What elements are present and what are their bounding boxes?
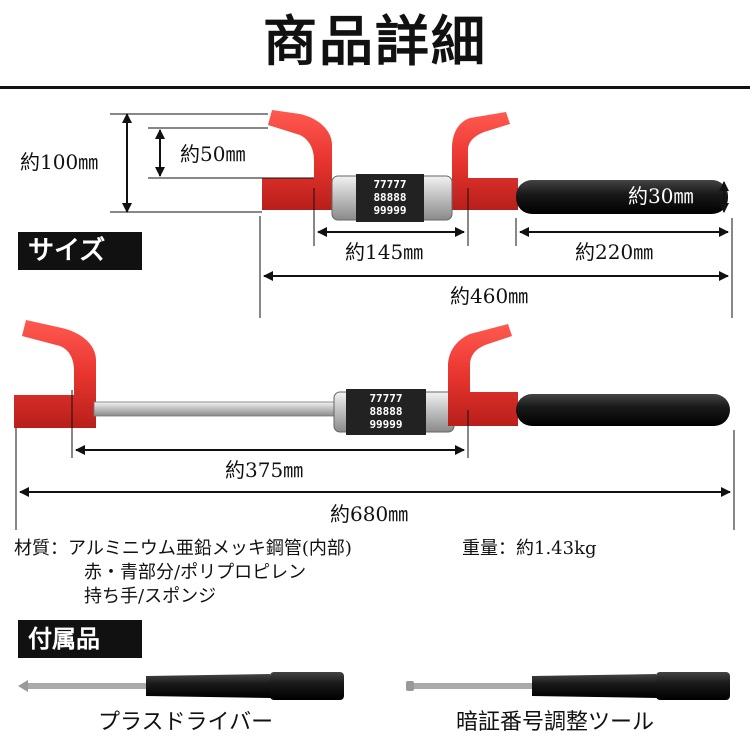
extended-length-label: 約680㎜ — [330, 502, 409, 526]
hook-height-label: 約50㎜ — [180, 142, 246, 166]
handle-diameter-label: 約30㎜ — [628, 184, 694, 208]
hook-span-label: 約375㎜ — [225, 458, 304, 482]
accessories-section-label: 付属品 — [18, 620, 142, 658]
material-line-1: 材質：アルミニウム亜鉛メッキ鋼管(内部) — [14, 538, 352, 559]
steel-shaft — [93, 401, 339, 417]
weight-text: 重量：約1.43kg — [462, 538, 597, 559]
closed-steering-lock — [262, 110, 729, 222]
handle-length-label: 約220㎜ — [575, 240, 654, 264]
extended-foam-handle — [516, 394, 730, 426]
ext-digits-row-top: 77777 — [369, 392, 403, 405]
foam-handle — [516, 180, 728, 214]
closed-length-label: 約460㎜ — [450, 284, 529, 308]
title-divider — [0, 86, 750, 89]
size-section-label: サイズ — [18, 232, 142, 270]
digits-row-bottom: 99999 — [373, 204, 407, 217]
material-line-2: 赤・青部分/ポリプロピレン — [84, 562, 307, 583]
material-line-3: 持ち手/スポンジ — [84, 586, 217, 607]
code-adjust-tool — [406, 672, 730, 700]
right-hook — [452, 112, 518, 210]
digits-row-mid: 88888 — [373, 191, 407, 204]
screwdriver-caption: プラスドライバー — [98, 710, 274, 735]
extended-right-hook — [448, 324, 518, 426]
digits-row-top: 77777 — [373, 178, 407, 191]
left-hook — [262, 110, 332, 210]
extended-steering-lock — [14, 320, 730, 435]
height-total-label: 約100㎜ — [20, 150, 99, 174]
ext-digits-row-mid: 88888 — [369, 405, 403, 418]
ext-digits-row-bottom: 99999 — [369, 418, 403, 431]
lock-digits: 77777 88888 99999 — [358, 178, 422, 217]
extended-lock-digits: 77777 88888 99999 — [348, 392, 424, 431]
lock-width-label: 約145㎜ — [345, 240, 424, 264]
adjust-tool-caption: 暗証番号調整ツール — [456, 710, 655, 735]
page-title: 商品詳細 — [263, 10, 487, 73]
extended-left-hook — [14, 320, 96, 428]
phillips-screwdriver — [18, 672, 344, 700]
